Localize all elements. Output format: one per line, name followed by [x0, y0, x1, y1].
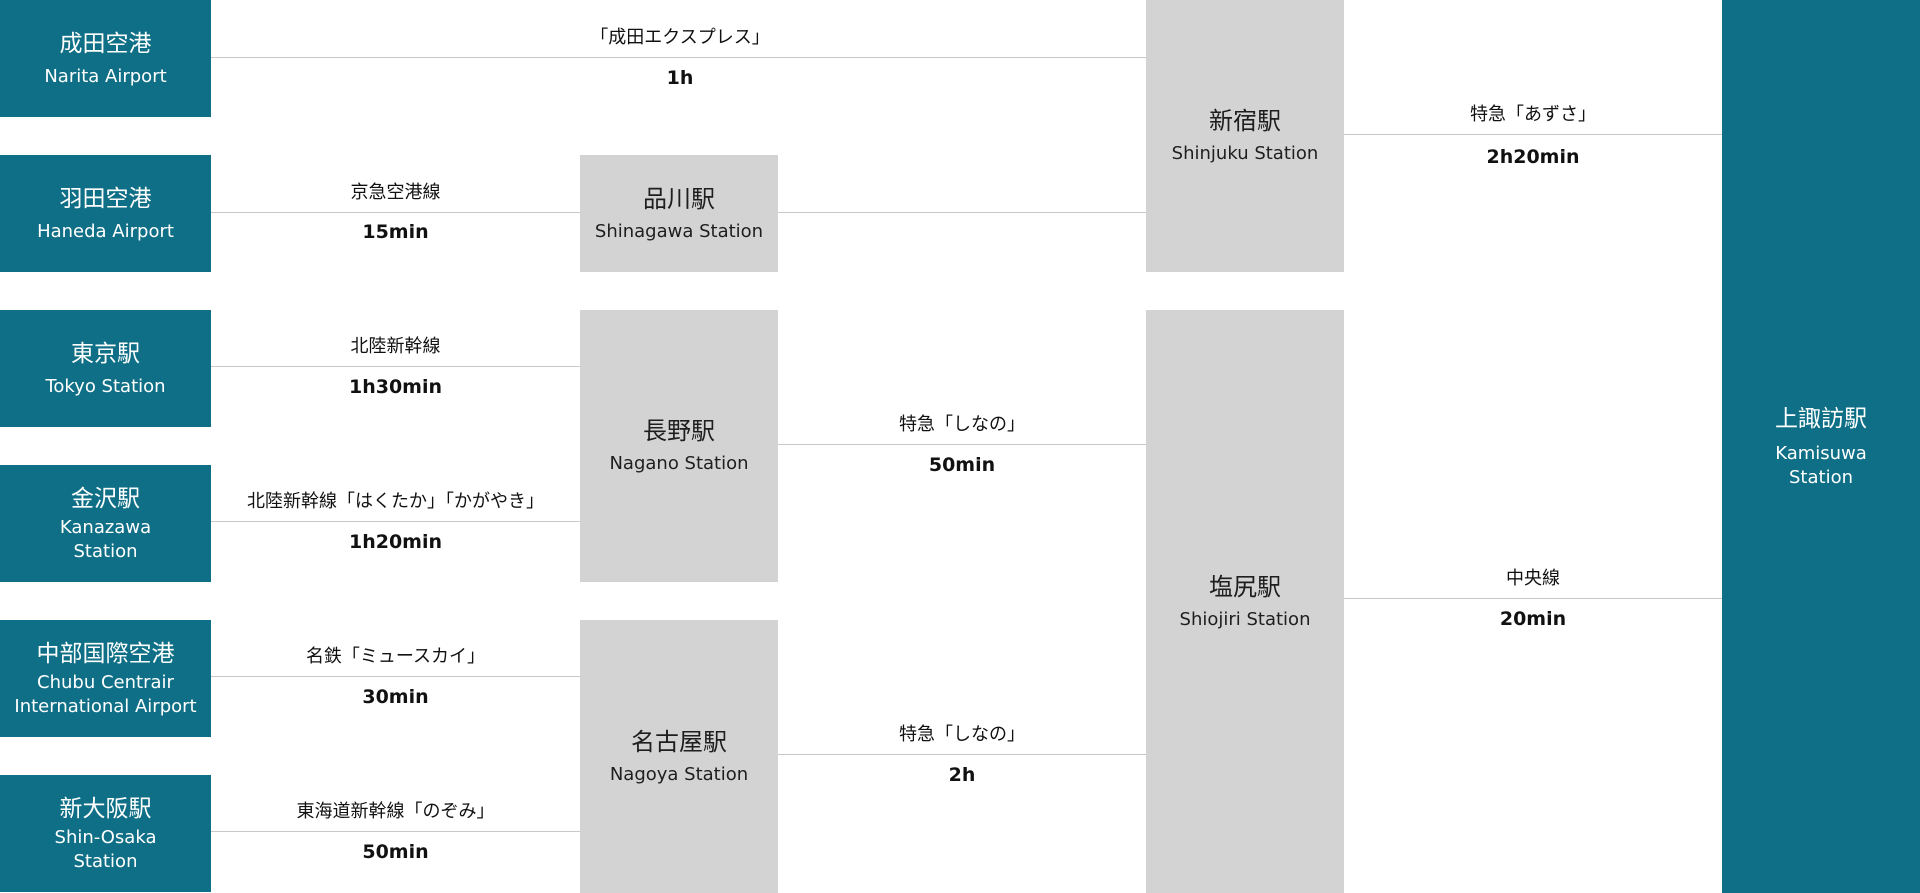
hub-shiojiri-jp: 塩尻駅 — [1209, 572, 1281, 601]
connector-nagano-shiojiri — [778, 444, 1146, 445]
hub-nagoya-en: Nagoya Station — [609, 763, 749, 785]
origin-chubu-jp: 中部国際空港 — [36, 640, 175, 667]
destination-kamisuwa-jp: 上諏訪駅 — [1775, 405, 1867, 432]
hub-nagoya: 名古屋駅 Nagoya Station — [580, 620, 778, 893]
route-label-narita-shinjuku: 「成田エクスプレス」 — [590, 27, 770, 48]
hub-shinagawa: 品川駅 Shinagawa Station — [580, 155, 778, 272]
origin-narita-en: Narita Airport — [44, 65, 167, 87]
route-label-nagano-shiojiri: 特急「しなの」 — [899, 414, 1025, 435]
hub-shinagawa-en: Shinagawa Station — [594, 220, 764, 242]
connector-shiojiri-kamisuwa — [1344, 598, 1722, 599]
origin-kanazawa-en: Kanazawa Station — [59, 516, 152, 562]
hub-nagano-jp: 長野駅 — [643, 417, 715, 445]
origin-kanazawa: 金沢駅 Kanazawa Station — [0, 465, 211, 582]
destination-kamisuwa: 上諏訪駅 Kamisuwa Station — [1722, 0, 1920, 893]
route-time-nagano-shiojiri: 50min — [928, 454, 996, 476]
connector-haneda-shinagawa — [211, 212, 580, 213]
hub-nagano: 長野駅 Nagano Station — [580, 310, 778, 582]
connector-shinosaka-nagoya — [211, 831, 580, 832]
hub-shiojiri-en: Shiojiri Station — [1179, 608, 1311, 630]
origin-narita: 成田空港 Narita Airport — [0, 0, 211, 117]
origin-haneda-jp: 羽田空港 — [59, 185, 152, 212]
route-time-haneda-shinagawa: 15min — [362, 221, 429, 243]
origin-tokyo-jp: 東京駅 — [71, 340, 140, 367]
route-label-shiojiri-kamisuwa: 中央線 — [1506, 568, 1560, 589]
route-time-chubu-nagoya: 30min — [362, 686, 429, 708]
hub-nagano-en: Nagano Station — [609, 453, 749, 474]
origin-haneda-en: Haneda Airport — [37, 220, 174, 242]
connector-narita-shinjuku — [211, 57, 1146, 58]
route-time-tokyo-nagano: 1h30min — [348, 376, 443, 398]
route-time-narita-shinjuku: 1h — [666, 67, 694, 89]
route-label-nagoya-shiojiri: 特急「しなの」 — [899, 724, 1025, 745]
route-time-kanazawa-nagano: 1h20min — [348, 531, 443, 553]
connector-chubu-nagoya — [211, 676, 580, 677]
connector-shinjuku-kamisuwa — [1344, 134, 1722, 135]
origin-kanazawa-jp: 金沢駅 — [71, 485, 140, 512]
route-label-shinosaka-nagoya: 東海道新幹線「のぞみ」 — [296, 801, 495, 822]
hub-nagoya-jp: 名古屋駅 — [631, 727, 727, 756]
hub-shinjuku-en: Shinjuku Station — [1171, 143, 1319, 164]
route-label-haneda-shinagawa: 京急空港線 — [350, 182, 441, 203]
hub-shiojiri: 塩尻駅 Shiojiri Station — [1146, 310, 1344, 893]
connector-nagoya-shiojiri — [778, 754, 1146, 755]
origin-shin-osaka: 新大阪駅 Shin-Osaka Station — [0, 775, 211, 892]
route-label-shinjuku-kamisuwa: 特急「あずさ」 — [1470, 104, 1596, 125]
route-label-tokyo-nagano: 北陸新幹線 — [350, 336, 441, 357]
origin-chubu: 中部国際空港 Chubu Centrair International Airp… — [0, 620, 211, 737]
origin-tokyo-en: Tokyo Station — [45, 375, 166, 397]
route-time-shinjuku-kamisuwa: 2h20min — [1486, 146, 1580, 168]
origin-shin-osaka-jp: 新大阪駅 — [59, 795, 152, 822]
route-label-kanazawa-nagano: 北陸新幹線「はくたか」「かがやき」 — [247, 491, 544, 512]
origin-shin-osaka-en: Shin-Osaka Station — [54, 826, 157, 872]
route-time-shiojiri-kamisuwa: 20min — [1499, 608, 1567, 630]
connector-tokyo-nagano — [211, 366, 580, 367]
hub-shinjuku-jp: 新宿駅 — [1209, 107, 1281, 135]
origin-chubu-en: Chubu Centrair International Airport — [14, 671, 197, 717]
destination-kamisuwa-en: Kamisuwa Station — [1775, 442, 1867, 488]
hub-shinagawa-jp: 品川駅 — [643, 184, 715, 213]
origin-haneda: 羽田空港 Haneda Airport — [0, 155, 211, 272]
origin-tokyo: 東京駅 Tokyo Station — [0, 310, 211, 427]
connector-kanazawa-nagano — [211, 521, 580, 522]
route-time-shinosaka-nagoya: 50min — [362, 841, 429, 863]
hub-shinjuku: 新宿駅 Shinjuku Station — [1146, 0, 1344, 272]
origin-narita-jp: 成田空港 — [59, 30, 152, 57]
connector-shinagawa-shinjuku — [778, 212, 1146, 213]
route-time-nagoya-shiojiri: 2h — [948, 764, 976, 786]
route-label-chubu-nagoya: 名鉄「ミュースカイ」 — [305, 646, 486, 667]
